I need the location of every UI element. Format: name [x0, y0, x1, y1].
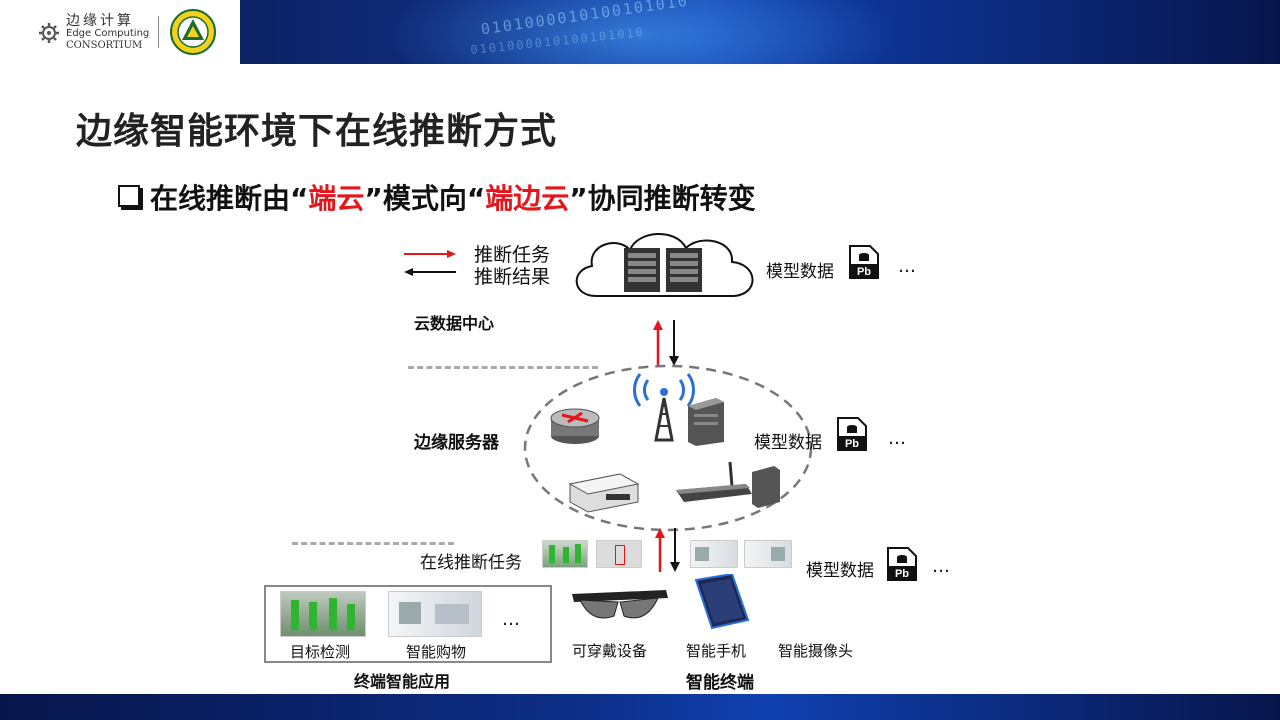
- result-thumbnail-2: [744, 540, 792, 568]
- logo-divider: [158, 16, 159, 48]
- checkbox-bullet-icon: [118, 185, 140, 207]
- router-icon: [550, 408, 600, 444]
- pb-text: Pb: [857, 266, 871, 278]
- svg-text:Pb: Pb: [895, 568, 909, 580]
- server-rack-icon: [624, 248, 702, 292]
- logo-english-line2: CONSORTIUM: [66, 40, 143, 51]
- camera-label: 智能摄像头: [778, 642, 854, 660]
- legend-arrows: [404, 250, 456, 276]
- logo-english-line1: Edge Computing: [66, 28, 150, 39]
- edge-server-label: 边缘服务器: [414, 433, 499, 453]
- cloud-datacenter-icon: [575, 233, 754, 297]
- subtitle-part1: 在线推断由“: [150, 182, 309, 215]
- wearable-label: 可穿戴设备: [572, 642, 648, 660]
- apps-ellipsis: …: [502, 609, 522, 630]
- terminal-apps-box: … 目标检测 智能购物: [264, 585, 552, 663]
- banner-glow: [380, 0, 900, 64]
- cloud-datacenter-label: 云数据中心: [414, 314, 495, 333]
- subtitle-part3: ”协同推断转变: [569, 182, 756, 215]
- cloud-model-data-label: 模型数据: [766, 262, 834, 282]
- subtitle-part2: ”模式向“: [364, 182, 486, 215]
- edge-device-arrows: [655, 528, 680, 572]
- edge-model-ellipsis: …: [888, 428, 908, 449]
- gear-icon: [39, 23, 59, 43]
- logo-area: 边缘计算 Edge Computing CONSORTIUM: [0, 0, 240, 64]
- cloud-model-ellipsis: …: [898, 256, 918, 277]
- shopping-thumbnail: [388, 591, 482, 637]
- tier-divider-2: [292, 542, 454, 545]
- subtitle-highlight-device-edge-cloud: 端边云: [485, 182, 570, 215]
- subtitle-highlight-device-cloud: 端云: [308, 182, 365, 215]
- wifi-router-icon: [676, 461, 780, 508]
- smartphone-icon: [694, 574, 750, 630]
- task-thumbnail-1: [542, 540, 588, 568]
- footer-banner: [0, 694, 1280, 720]
- result-thumbnail-1: [690, 540, 738, 568]
- subtitle: 在线推断由“端云”模式向“端边云”协同推断转变: [118, 177, 756, 217]
- logo-chinese-text: 边缘计算: [66, 13, 134, 29]
- header-banner: 0101000010100101010 0101000010100101010 …: [0, 0, 1280, 64]
- device-model-ellipsis: …: [932, 556, 952, 577]
- legend-result-label: 推断结果: [474, 266, 551, 288]
- smart-glasses-icon: [572, 590, 668, 619]
- terminal-apps-label: 终端智能应用: [354, 672, 451, 691]
- pb-file-icon: Pb: [849, 245, 879, 279]
- cell-tower-icon: [633, 373, 695, 442]
- online-task-label: 在线推断任务: [420, 553, 522, 573]
- tier-divider-1: [408, 366, 598, 369]
- server-tower-icon: [688, 398, 724, 446]
- pb-file-icon: Pb: [887, 547, 917, 581]
- detection-thumbnail: [280, 591, 366, 637]
- svg-text:Pb: Pb: [845, 438, 859, 450]
- edge-server-cluster: [523, 364, 813, 532]
- legend-task-label: 推断任务: [474, 244, 551, 266]
- task-thumbnail-2: [596, 540, 642, 568]
- page-title: 边缘智能环境下在线推断方式: [76, 111, 558, 152]
- shopping-label: 智能购物: [406, 643, 467, 661]
- detection-label: 目标检测: [290, 643, 351, 661]
- edge-model-data-label: 模型数据: [754, 433, 822, 453]
- university-seal-icon: [170, 9, 216, 55]
- phone-label: 智能手机: [686, 642, 747, 660]
- pb-file-icon: Pb: [837, 417, 867, 451]
- device-model-data-label: 模型数据: [806, 561, 874, 581]
- smart-terminal-label: 智能终端: [686, 673, 754, 693]
- cloud-edge-arrows: [653, 320, 679, 366]
- rack-server-icon: [568, 473, 640, 513]
